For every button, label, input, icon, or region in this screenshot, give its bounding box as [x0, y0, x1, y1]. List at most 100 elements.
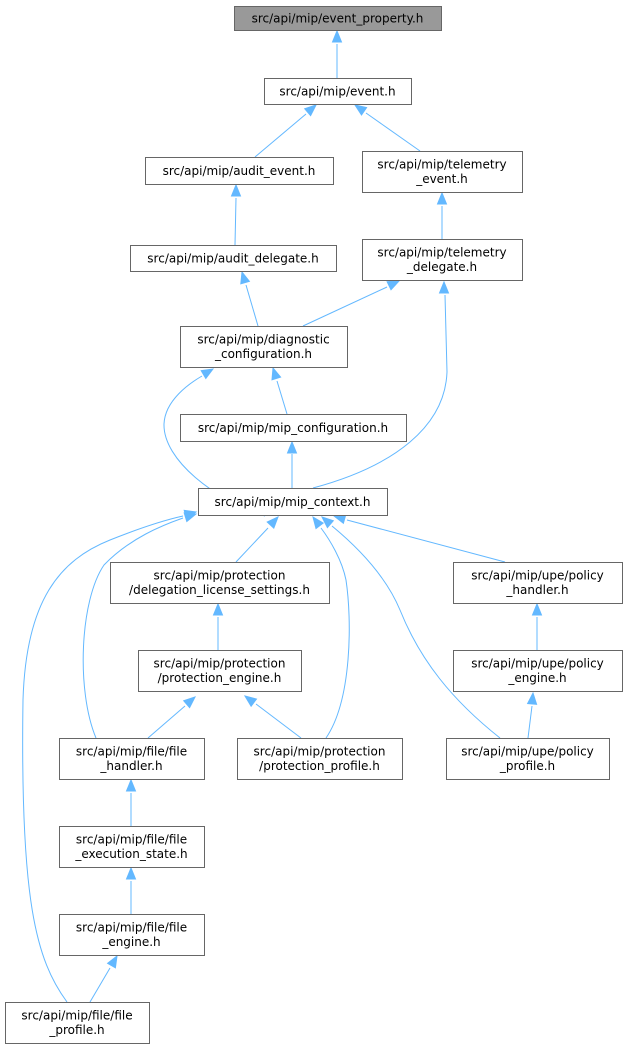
arrow-head-icon — [125, 778, 137, 792]
edge-line — [312, 294, 448, 489]
node-label: _delegate.h — [406, 260, 477, 274]
node-label: src/api/mip/telemetry — [377, 246, 506, 260]
arrow-head-icon — [312, 515, 325, 530]
nodes-layer: src/api/mip/event_property.h src/api/mip/… — [5, 6, 623, 1044]
node-box — [5, 1002, 150, 1044]
edge-line — [234, 197, 237, 246]
node-event[interactable]: src/api/mip/event.h — [264, 78, 412, 105]
node-box — [453, 650, 623, 692]
edge-line — [276, 380, 288, 415]
edge-diagnostic-configuration-to-telemetry-delegate — [302, 280, 401, 327]
node-box — [453, 562, 623, 604]
edge-file-execution-state-to-file-handler — [125, 778, 137, 826]
edge-line — [89, 967, 111, 1003]
node-delegation-license-settings[interactable]: src/api/mip/protection/delegation_licens… — [110, 562, 330, 604]
node-label: /delegation_license_settings.h — [129, 583, 310, 597]
node-file-profile[interactable]: src/api/mip/file/file_profile.h — [5, 1002, 150, 1044]
node-policy-profile[interactable]: src/api/mip/upe/policy_profile.h — [446, 738, 610, 780]
node-box — [59, 914, 205, 956]
arrow-head-icon — [230, 183, 242, 197]
node-box — [446, 738, 610, 780]
arrow-head-icon — [353, 104, 368, 116]
edge-line — [346, 519, 506, 563]
edge-file-engine-to-file-execution-state — [125, 866, 137, 914]
edge-line — [235, 527, 269, 563]
edge-delegation-license-settings-to-mip-context — [235, 516, 279, 563]
node-label: src/api/mip/upe/policy — [471, 657, 604, 671]
node-label: _profile.h — [48, 1023, 104, 1037]
node-audit-delegate[interactable]: src/api/mip/audit_delegate.h — [130, 245, 337, 272]
node-telemetry-delegate[interactable]: src/api/mip/telemetry_delegate.h — [362, 239, 523, 281]
edge-line — [527, 705, 533, 739]
edge-file-handler-to-protection-engine — [147, 696, 196, 739]
node-box — [198, 488, 388, 516]
edge-policy-engine-to-policy-handler — [531, 602, 543, 650]
node-box — [138, 650, 302, 692]
node-label: src/api/mip/event_property.h — [252, 11, 424, 25]
node-label: src/api/mip/file/file — [76, 833, 187, 847]
arrow-head-icon — [200, 368, 215, 380]
node-label: _handler.h — [99, 759, 162, 773]
node-label: /protection_profile.h — [259, 759, 380, 773]
node-box — [59, 738, 205, 780]
node-label: _profile.h — [499, 759, 555, 773]
node-mip-context[interactable]: src/api/mip/mip_context.h — [198, 488, 388, 516]
node-file-engine[interactable]: src/api/mip/file/file_engine.h — [59, 914, 205, 956]
edge-line — [331, 525, 501, 739]
arrow-head-icon — [438, 280, 450, 294]
edge-mip-configuration-to-diagnostic-configuration — [271, 366, 288, 415]
edge-policy-profile-to-mip-context — [321, 516, 501, 739]
node-box — [145, 157, 334, 185]
node-label: /protection_engine.h — [158, 671, 282, 685]
node-label: _engine.h — [101, 935, 160, 949]
node-label: src/api/mip/file/file — [21, 1009, 132, 1023]
arrow-head-icon — [331, 29, 343, 43]
arrow-head-icon — [182, 696, 196, 709]
edge-policy-profile-to-policy-engine — [526, 691, 538, 739]
node-label: src/api/mip/mip_configuration.h — [198, 421, 388, 435]
arrow-head-icon — [303, 104, 317, 117]
arrow-head-icon — [183, 509, 198, 520]
arrow-head-icon — [243, 695, 258, 708]
edge-telemetry-delegate-to-telemetry-event — [436, 191, 448, 239]
edge-file-profile-to-file-engine — [89, 954, 118, 1003]
arrow-head-icon — [286, 440, 298, 454]
node-audit-event[interactable]: src/api/mip/audit_event.h — [145, 157, 334, 185]
node-box — [180, 326, 348, 368]
edge-diagnostic-configuration-to-audit-delegate — [240, 270, 259, 327]
node-label: src/api/mip/upe/policy — [461, 745, 594, 759]
arrow-head-icon — [531, 602, 543, 616]
node-label: src/api/mip/protection — [154, 657, 286, 671]
edge-line — [245, 284, 259, 327]
node-box — [110, 562, 330, 604]
edge-telemetry-event-to-event — [353, 104, 421, 152]
node-label: _handler.h — [505, 583, 568, 597]
edge-audit-delegate-to-audit-event — [230, 183, 242, 246]
node-diagnostic-configuration[interactable]: src/api/mip/diagnostic_configuration.h — [180, 326, 348, 368]
node-file-handler[interactable]: src/api/mip/file/file_handler.h — [59, 738, 205, 780]
node-event-property: src/api/mip/event_property.h — [234, 6, 442, 31]
node-box — [362, 239, 523, 281]
node-file-execution-state[interactable]: src/api/mip/file/file_execution_state.h — [59, 826, 205, 868]
arrow-head-icon — [106, 954, 118, 969]
node-protection-engine[interactable]: src/api/mip/protection/protection_engine… — [138, 650, 302, 692]
edge-policy-handler-to-mip-context — [332, 514, 506, 563]
node-label: src/api/mip/event.h — [279, 84, 395, 98]
node-label: src/api/mip/audit_event.h — [163, 164, 316, 178]
arrow-head-icon — [526, 691, 538, 705]
node-box — [130, 245, 337, 272]
edge-event-to-event-property — [331, 29, 343, 78]
arrow-head-icon — [321, 516, 335, 529]
node-protection-profile[interactable]: src/api/mip/protection/protection_profil… — [237, 738, 403, 780]
edge-audit-event-to-event — [254, 104, 317, 158]
edge-line — [22, 515, 184, 1003]
node-policy-engine[interactable]: src/api/mip/upe/policy_engine.h — [453, 650, 623, 692]
node-box — [234, 6, 442, 31]
node-mip-configuration[interactable]: src/api/mip/mip_configuration.h — [180, 414, 407, 442]
node-label: src/api/mip/protection — [254, 745, 386, 759]
node-policy-handler[interactable]: src/api/mip/upe/policy_handler.h — [453, 562, 623, 604]
node-label: _event.h — [415, 172, 468, 186]
node-label: _engine.h — [507, 671, 566, 685]
node-telemetry-event[interactable]: src/api/mip/telemetry_event.h — [362, 151, 523, 193]
